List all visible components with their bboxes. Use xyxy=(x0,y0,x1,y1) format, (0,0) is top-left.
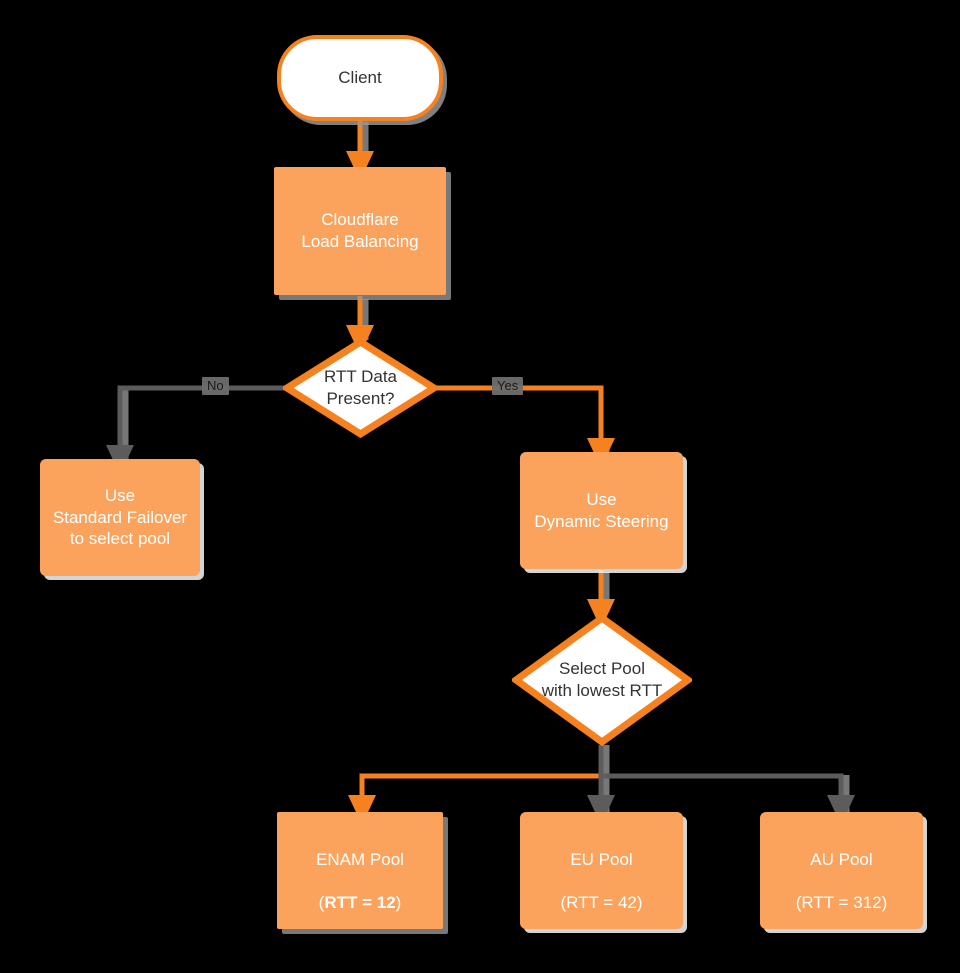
node-dynamic-steering-label: Use Dynamic Steering xyxy=(534,489,669,531)
node-client-label: Client xyxy=(338,68,382,88)
node-enam-pool-label: ENAM Pool (RTT = 12) xyxy=(316,827,404,914)
edge-select-to-au xyxy=(601,773,856,825)
diamond-shape-rtt xyxy=(283,338,438,438)
node-eu-pool-rtt-value: RTT = 42 xyxy=(566,893,637,913)
node-au-pool-name: AU Pool xyxy=(810,849,873,869)
edge-select-to-enam xyxy=(348,745,604,825)
edge-label-no: No xyxy=(202,377,229,396)
edge-rtt-yes-to-dynamic xyxy=(436,385,616,468)
node-au-pool-rtt-value: RTT = 312 xyxy=(801,893,882,913)
node-standard-failover-label: Use Standard Failover to select pool xyxy=(52,485,188,549)
node-au-pool-label: AU Pool (RTT = 312) xyxy=(796,827,888,914)
node-dynamic-steering[interactable]: Use Dynamic Steering xyxy=(520,452,683,569)
node-standard-failover[interactable]: Use Standard Failover to select pool xyxy=(40,459,200,576)
node-eu-pool-rtt-open: ( xyxy=(560,893,567,913)
node-au-pool[interactable]: AU Pool (RTT = 312) xyxy=(760,812,923,929)
node-enam-pool-name: ENAM Pool xyxy=(316,849,404,869)
node-cloudflare-load-balancing[interactable]: Cloudflare Load Balancing xyxy=(274,167,446,295)
node-enam-pool-rtt-value: RTT = 12 xyxy=(324,893,396,913)
node-enam-pool-rtt-open: ( xyxy=(318,893,325,913)
node-select-pool-decision[interactable]: Select Pool with lowest RTT xyxy=(512,614,692,746)
node-client[interactable]: Client xyxy=(277,35,443,121)
node-au-pool-rtt-close: ) xyxy=(881,893,888,913)
edge-label-no-text: No xyxy=(207,378,224,393)
node-enam-pool[interactable]: ENAM Pool (RTT = 12) xyxy=(277,812,443,929)
edge-label-yes-text: Yes xyxy=(497,378,519,393)
node-rtt-data-present-decision[interactable]: RTT Data Present? xyxy=(283,338,438,438)
node-rtt-data-present-label: RTT Data Present? xyxy=(323,367,398,408)
node-select-pool-label: Select Pool with lowest RTT xyxy=(541,659,663,700)
edge-rtt-no-to-failover xyxy=(106,385,285,475)
node-eu-pool-name: EU Pool xyxy=(570,849,633,869)
node-enam-pool-rtt-close: ) xyxy=(395,893,402,913)
node-au-pool-rtt-open: ( xyxy=(795,893,802,913)
diamond-shape-select-pool xyxy=(512,614,692,746)
node-eu-pool-label: EU Pool (RTT = 42) xyxy=(560,827,642,914)
edge-label-yes: Yes xyxy=(492,377,524,396)
node-cloudflare-load-balancing-label: Cloudflare Load Balancing xyxy=(301,210,419,251)
node-eu-pool-rtt-close: ) xyxy=(636,893,643,913)
node-eu-pool[interactable]: EU Pool (RTT = 42) xyxy=(520,812,683,929)
